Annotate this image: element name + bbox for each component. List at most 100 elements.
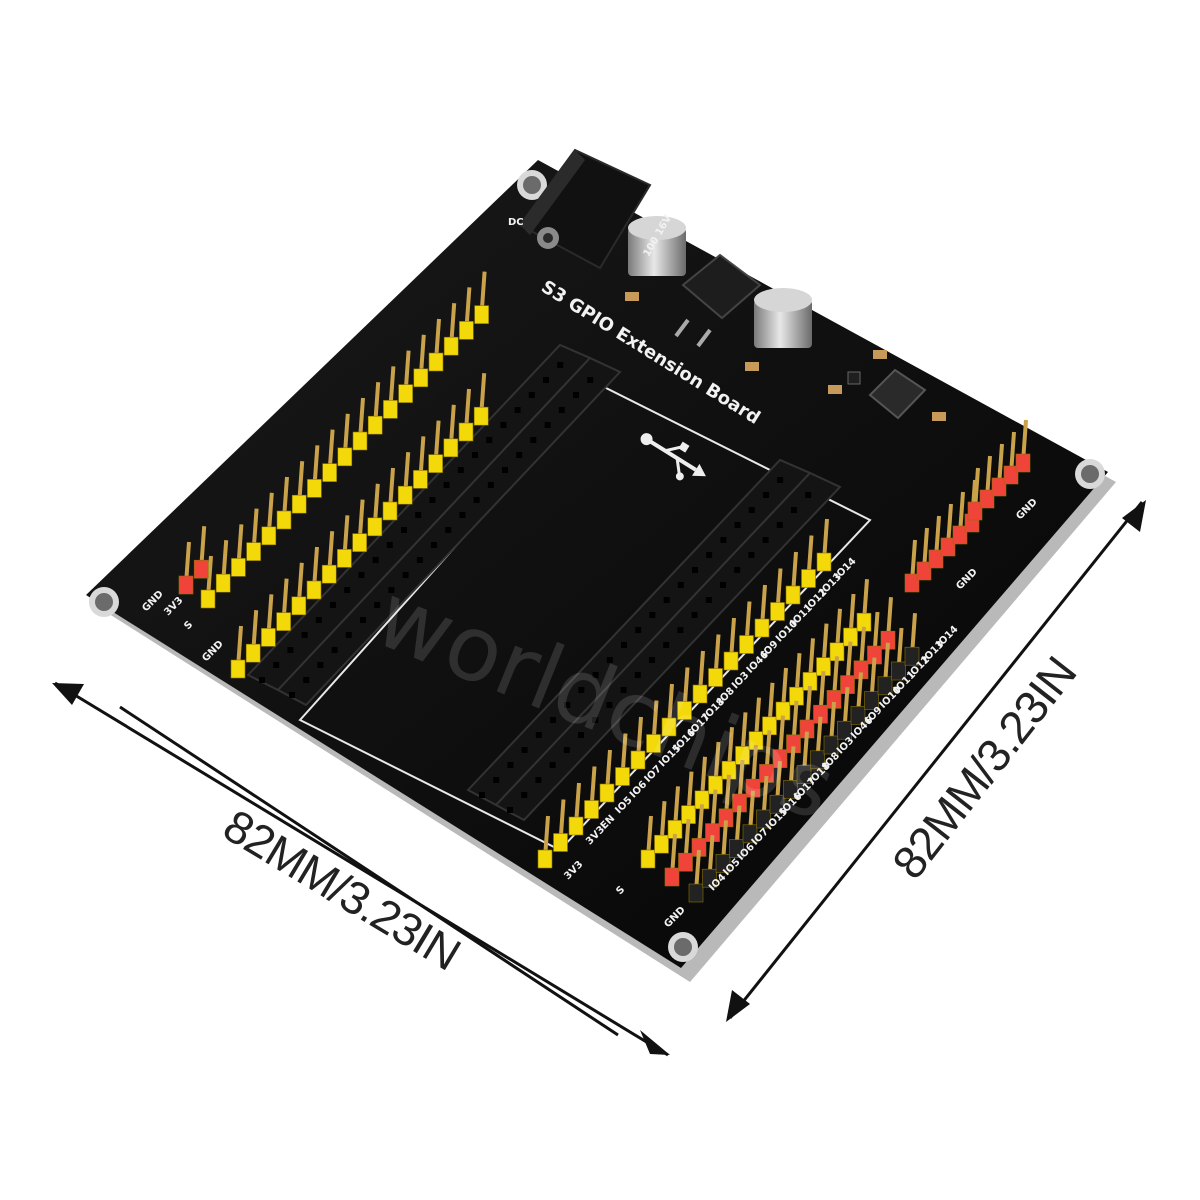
- pin-black: [688, 849, 704, 903]
- pin-red: [991, 443, 1007, 497]
- pin-yellow: [231, 524, 246, 577]
- pin-red: [759, 730, 774, 783]
- pin-yellow: [352, 499, 367, 552]
- socket-hole: [573, 392, 579, 398]
- socket-hole: [677, 627, 684, 633]
- pin-yellow: [276, 578, 291, 631]
- pin-yellow: [856, 579, 872, 632]
- pin-black: [891, 627, 906, 681]
- inductor: [868, 368, 927, 420]
- socket-hole: [315, 617, 322, 623]
- socket-hole: [777, 477, 784, 483]
- socket-hole: [563, 747, 570, 753]
- socket-hole: [748, 507, 755, 513]
- socket-hole: [358, 572, 365, 578]
- pin-yellow: [397, 452, 413, 505]
- socket-hole: [762, 537, 769, 543]
- socket-hole: [621, 642, 627, 648]
- socket-hole: [514, 407, 521, 413]
- pcb-board: [86, 160, 1116, 982]
- pin-yellow: [428, 318, 444, 372]
- pin-red: [940, 503, 956, 557]
- pin-yellow: [708, 634, 723, 687]
- socket-hole: [330, 602, 336, 608]
- pin-yellow: [801, 535, 816, 588]
- pin-yellow: [230, 625, 246, 679]
- pin-yellow: [245, 610, 261, 663]
- socket-hole: [706, 552, 713, 558]
- socket-hole: [649, 657, 655, 663]
- pin-black: [769, 761, 785, 814]
- pin-yellow: [694, 756, 710, 810]
- socket-hole: [486, 437, 493, 443]
- pin-red: [813, 671, 828, 724]
- socket-hole: [493, 777, 500, 783]
- socket-hole: [386, 542, 393, 548]
- pin-yellow: [785, 551, 801, 605]
- pin-yellow: [322, 429, 337, 482]
- width-dimension-label: 82MM/3.23IN: [215, 799, 469, 980]
- dc-label: DC: [508, 217, 524, 228]
- socket-hole: [530, 437, 537, 443]
- pin-yellow: [692, 650, 708, 704]
- pin-yellow: [215, 540, 231, 593]
- pin-yellow: [352, 397, 368, 451]
- pin-red: [916, 527, 932, 581]
- socket-hole: [507, 807, 513, 813]
- pin-yellow: [367, 483, 383, 537]
- socket-hole: [748, 552, 755, 558]
- socket-hole: [415, 512, 422, 518]
- socket-hole: [634, 672, 641, 678]
- pin-red: [928, 515, 944, 569]
- pin-yellow: [584, 766, 599, 819]
- socket-hole: [344, 587, 351, 593]
- socket-hole: [763, 492, 769, 498]
- usb-icon: [640, 433, 706, 481]
- pin-yellow: [473, 373, 489, 426]
- pin-red: [1015, 419, 1031, 473]
- socket-hole: [791, 507, 797, 513]
- pin-yellow: [413, 436, 428, 489]
- pin-yellow: [739, 601, 754, 654]
- socket-hole: [259, 677, 265, 683]
- socket-hole: [443, 482, 450, 488]
- socket-hole: [331, 647, 338, 653]
- pin-yellow: [775, 667, 791, 721]
- pin-black: [837, 687, 852, 740]
- socket-hole: [317, 662, 324, 668]
- pin-headers-power: [904, 419, 1031, 593]
- socket-hole: [521, 747, 528, 753]
- socket-hole: [507, 762, 514, 768]
- pin-red: [193, 526, 209, 579]
- pin-yellow: [770, 568, 785, 621]
- socket-hole: [592, 717, 599, 723]
- socket-hole: [429, 497, 436, 503]
- socket-hole: [720, 537, 727, 543]
- pin-yellow: [291, 461, 307, 514]
- pin-red: [745, 745, 761, 798]
- pin-red: [967, 467, 983, 521]
- socket-hole: [720, 582, 726, 588]
- pin-red: [691, 804, 707, 857]
- pin-yellow: [568, 782, 584, 836]
- socket-hole: [287, 647, 294, 653]
- pin-yellow: [630, 716, 646, 770]
- pin-yellow: [443, 303, 459, 356]
- pin-yellow: [762, 682, 777, 736]
- pin-yellow: [307, 445, 322, 498]
- socket-hole: [550, 717, 556, 723]
- socket-hole: [677, 582, 684, 588]
- pin-yellow: [599, 749, 615, 803]
- pin-black: [904, 613, 920, 666]
- socket-hole: [649, 612, 656, 618]
- pin-black: [742, 790, 758, 844]
- mounting-hole: [95, 593, 113, 611]
- socket-hole: [734, 567, 741, 573]
- socket-hole: [535, 732, 542, 738]
- pin-black: [729, 805, 744, 858]
- socket-hole: [578, 687, 585, 693]
- socket-hole: [472, 452, 478, 458]
- socket-hole: [301, 632, 308, 638]
- capacitor: [754, 288, 812, 348]
- mounting-hole: [523, 176, 541, 194]
